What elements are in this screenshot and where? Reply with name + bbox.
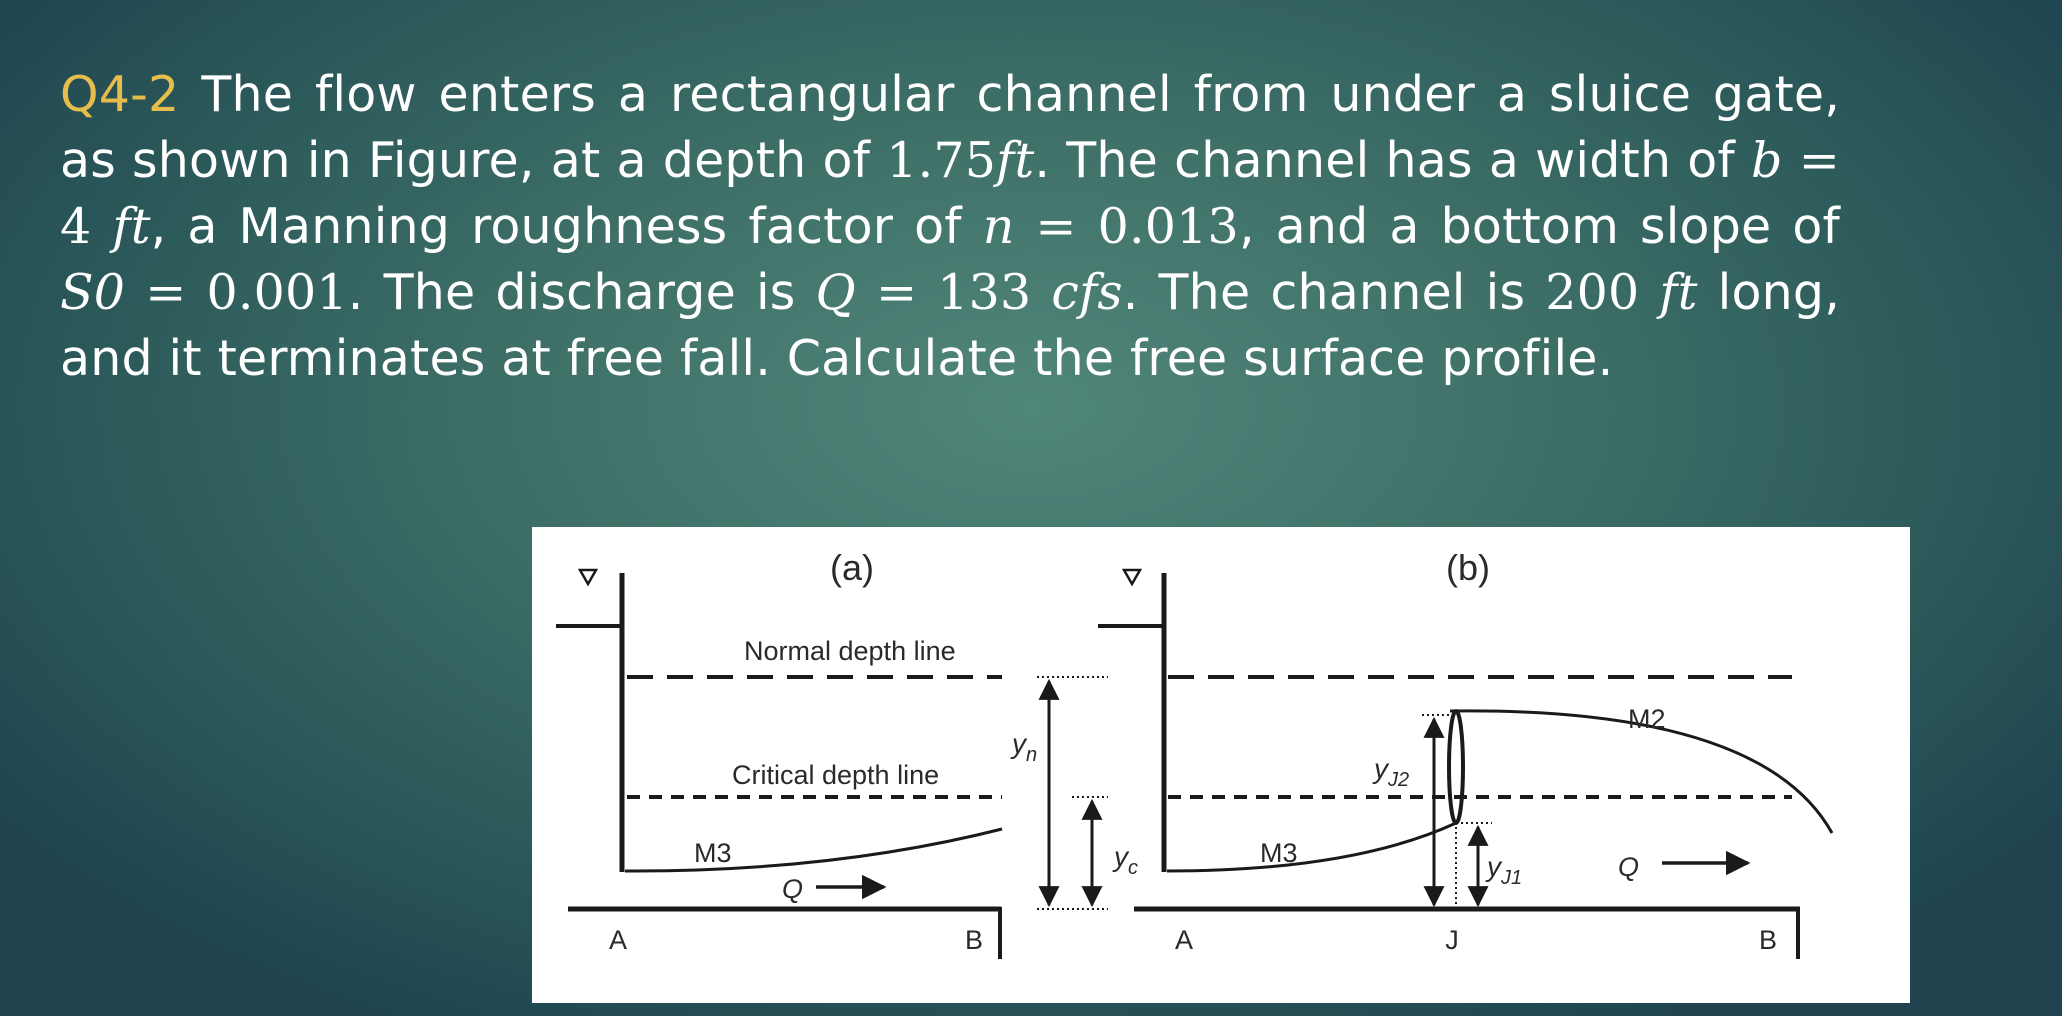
panel-a: (a) Normal depth line Critical depth lin…: [556, 547, 1003, 959]
equals-sign: =: [1035, 198, 1077, 255]
manning-value: 0.013: [1097, 198, 1239, 255]
equals-sign: =: [1798, 132, 1840, 189]
depth-dimensions: yn yc: [1010, 676, 1138, 910]
flow-profile-figure: (a) Normal depth line Critical depth lin…: [532, 527, 1910, 1003]
flow-q-label: Q: [1618, 852, 1639, 882]
m3-label: M3: [694, 838, 732, 868]
question-text-part: The flow enters a rectangular channel fr…: [60, 66, 1840, 189]
slope-value: 0.001: [206, 264, 348, 321]
width-unit: ft: [112, 198, 151, 255]
slope-symbol: S0: [60, 264, 126, 321]
question-text-part: , a Manning roughness factor of: [150, 198, 962, 255]
yc-label: yc: [1112, 841, 1138, 879]
panel-a-label: (a): [830, 547, 874, 588]
question-text-part: , and a bottom slope of: [1238, 198, 1840, 255]
panel-b: (b) M3 M2 yJ2 yJ1 Q A J B: [1098, 547, 1834, 959]
m3-label: M3: [1260, 838, 1298, 868]
m2-label: M2: [1628, 704, 1666, 734]
normal-depth-label: Normal depth line: [744, 636, 956, 666]
length-unit: ft: [1659, 264, 1698, 321]
panel-b-label: (b): [1446, 547, 1490, 588]
yj2-label: yJ2: [1372, 753, 1409, 791]
discharge-value: 133: [937, 264, 1032, 321]
discharge-unit: cfs: [1051, 264, 1123, 321]
depth-value: 1.75: [886, 132, 997, 189]
m2-curve: [1449, 709, 1834, 834]
critical-depth-label: Critical depth line: [732, 760, 939, 790]
equals-sign: =: [875, 264, 918, 321]
yj1-label: yJ1: [1485, 851, 1522, 889]
water-surface-triangle-icon: [577, 568, 599, 587]
figure-svg: (a) Normal depth line Critical depth lin…: [556, 547, 1834, 959]
flow-q-label: Q: [782, 874, 803, 904]
discharge-symbol: Q: [815, 264, 856, 321]
question-text-part: . The discharge is: [347, 264, 796, 321]
hydraulic-jump: [1447, 709, 1465, 825]
m3-curve: [624, 827, 1003, 873]
question-text-part: long, and it terminates at free fall. Ca…: [60, 264, 1840, 387]
water-surface-triangle-icon: [1121, 568, 1143, 587]
question-text: Q4-2 The flow enters a rectangular chann…: [60, 62, 1840, 392]
manning-symbol: n: [982, 198, 1015, 255]
yn-label: yn: [1010, 728, 1037, 766]
point-a-label: A: [1175, 925, 1193, 955]
point-a-label: A: [609, 925, 627, 955]
length-value: 200: [1545, 264, 1640, 321]
question-number: Q4-2: [60, 66, 180, 123]
width-value: 4: [60, 198, 92, 255]
m3-curve: [1166, 821, 1457, 873]
question-text-part: . The channel has a width of: [1034, 132, 1735, 189]
point-j-label: J: [1445, 925, 1459, 955]
question-text-part: . The channel is: [1122, 264, 1526, 321]
equals-sign: =: [145, 264, 187, 321]
width-symbol: b: [1751, 132, 1783, 189]
point-b-label: B: [965, 925, 983, 955]
point-b-label: B: [1759, 925, 1777, 955]
depth-unit: ft: [996, 132, 1035, 189]
